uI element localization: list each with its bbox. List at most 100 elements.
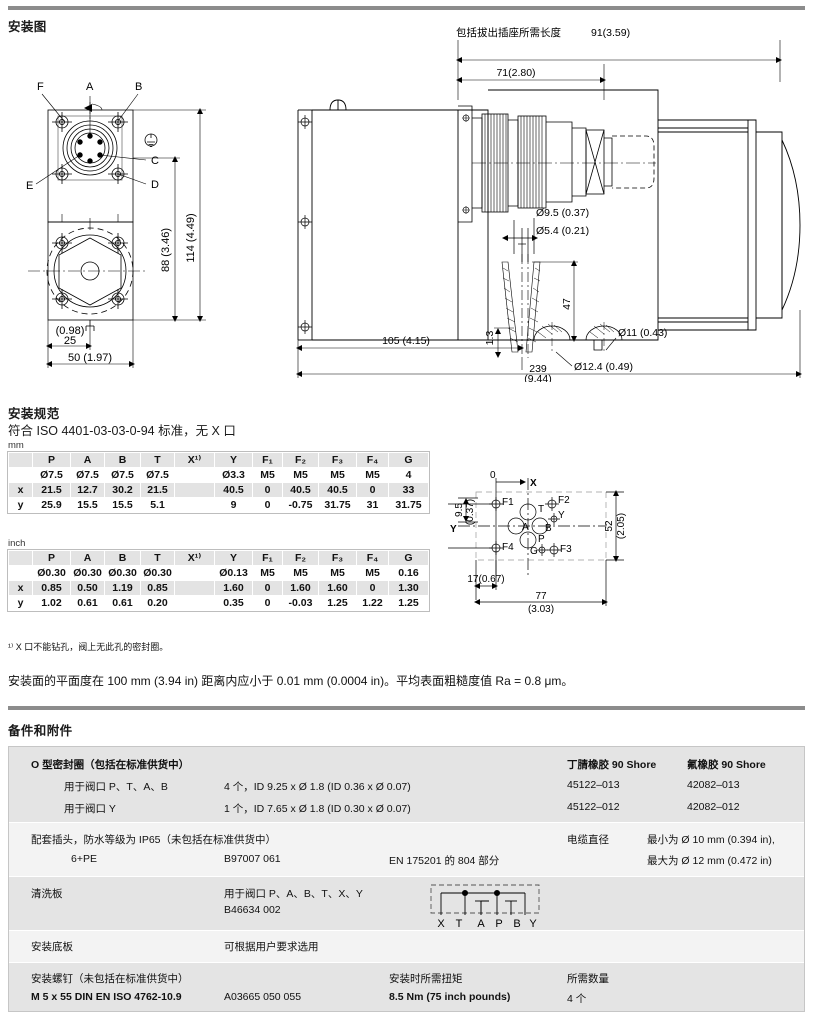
spec-col-header: B <box>104 550 141 566</box>
oring-title: O 型密封圈（包括在标准供货中） <box>31 759 190 771</box>
spec-standard: 符合 ISO 4401-03-03-0-94 标准，无 X 口 <box>8 424 236 438</box>
spec-col-header: P <box>32 550 71 566</box>
callout-d: D <box>151 179 159 191</box>
dim-13: 1.3 <box>484 331 496 346</box>
spec-cell: 0 <box>252 482 283 498</box>
screws-torque-label: 安装时所需扭矩 <box>389 973 463 985</box>
port-b: B <box>545 523 552 534</box>
dim-239-inch: (9.44) <box>524 373 551 382</box>
spec-cell: 0.35 <box>214 595 253 611</box>
spec-cell <box>174 482 215 498</box>
spec-cell: 0 <box>356 482 389 498</box>
spec-cell: 31 <box>356 497 389 513</box>
spec-cell: -0.03 <box>282 595 319 611</box>
spec-cell: M5 <box>282 565 319 581</box>
spec-cell: 4 <box>388 467 429 483</box>
spec-cell: M5 <box>252 467 283 483</box>
port-f1: F1 <box>502 497 514 508</box>
accessories-row-plug: 配套插头，防水等级为 IP65（未包括在标准供货中） 电缆直径 最小为 Ø 10… <box>9 823 804 877</box>
callout-a: A <box>86 81 94 93</box>
dim-52: 52 <box>604 520 615 532</box>
plug-cable-min: 最小为 Ø 10 mm (0.394 in), <box>647 834 775 846</box>
spec-row-label <box>8 467 33 483</box>
spec-cell: 1.19 <box>104 580 141 596</box>
spec-cell: Ø0.30 <box>70 565 105 581</box>
spec-cell: 0.50 <box>70 580 105 596</box>
dim-height-partial: 88 (3.46) <box>160 228 172 272</box>
dim-d95: Ø9.5 (0.37) <box>536 207 589 219</box>
oring-code-1b: 42082–013 <box>687 779 740 791</box>
spec-cell: M5 <box>356 467 389 483</box>
spec-cell: 1.22 <box>356 595 389 611</box>
dim-d54: Ø5.4 (0.21) <box>536 225 589 237</box>
spec-col-header: F₂ <box>282 550 319 566</box>
dim-d124: Ø12.4 (0.49) <box>574 361 633 373</box>
spec-cell: 40.5 <box>282 482 319 498</box>
spec-row-label: x <box>8 482 33 498</box>
plug-cable-max: 最大为 Ø 12 mm (0.472 in) <box>647 855 772 867</box>
spec-cell: 0 <box>252 497 283 513</box>
plug-standard: EN 175201 的 804 部分 <box>389 855 500 867</box>
spec-cell: 25.9 <box>32 497 71 513</box>
dim-239: 239 <box>529 363 547 375</box>
screws-qty: 4 个 <box>567 993 587 1005</box>
spec-cell: 5.1 <box>140 497 175 513</box>
washplate-schematic: X T A P B Y <box>430 884 540 929</box>
spec-cell: Ø7.5 <box>70 467 105 483</box>
spec-col-header <box>8 452 33 468</box>
oring-code-2b: 42082–012 <box>687 801 740 813</box>
plug-code: B97007 061 <box>224 853 281 865</box>
callout-f: F <box>37 81 44 93</box>
spec-cell <box>174 565 215 581</box>
spec-cell: 0.85 <box>140 580 175 596</box>
spec-cell: 0 <box>252 580 283 596</box>
callout-b: B <box>135 81 142 93</box>
spec-col-header: Y <box>214 550 253 566</box>
spec-cell: 0 <box>356 580 389 596</box>
flatness-note: 安装面的平面度在 100 mm (3.94 in) 距离内应小于 0.01 mm… <box>8 674 574 688</box>
washplate-code: B46634 002 <box>224 904 281 916</box>
spec-row-label: y <box>8 497 33 513</box>
plug-cable-label: 电缆直径 <box>567 834 609 846</box>
spec-cell: 1.25 <box>318 595 357 611</box>
spec-row-label: x <box>8 580 33 596</box>
oring-code-2a: 45122–012 <box>567 801 620 813</box>
pattern-axis-x: X <box>530 478 537 489</box>
oring-spec-1: 4 个，ID 9.25 x Ø 1.8 (ID 0.36 x Ø 0.07) <box>224 781 411 793</box>
spec-cell: 21.5 <box>140 482 175 498</box>
x-port-footnote: ¹⁾ X 口不能钻孔，阀上无此孔的密封圈。 <box>8 642 169 652</box>
dim-47: 47 <box>561 298 573 310</box>
spec-col-header: B <box>104 452 141 468</box>
oring-spec-2: 1 个，ID 7.65 x Ø 1.8 (ID 0.30 x Ø 0.07) <box>224 803 411 815</box>
oring-material-1: 丁腈橡胶 90 Shore <box>567 759 657 771</box>
side-section-drawing: 包括拔出插座所需长度 91(3.59) 71(2.80) <box>296 26 802 382</box>
port-f4: F4 <box>502 542 514 553</box>
spec-cell: M5 <box>318 565 357 581</box>
spec-cell: Ø7.5 <box>104 467 141 483</box>
spare-parts-divider <box>8 706 805 710</box>
washplate-title: 清洗板 <box>31 888 63 900</box>
spec-cell <box>174 467 215 483</box>
top-divider <box>8 6 805 10</box>
spec-cell: Ø7.5 <box>140 467 175 483</box>
dim-d11: Ø11 (0.43) <box>618 327 667 339</box>
subplate-desc: 可根据用户要求选用 <box>224 941 319 953</box>
spec-cell: 1.02 <box>32 595 71 611</box>
spec-cell: 0 <box>252 595 283 611</box>
dim-95-inch: (0.37) <box>465 499 476 525</box>
washplate-label-t: T <box>456 918 463 929</box>
screws-code: A03665 050 055 <box>224 991 302 1003</box>
dim-width-partial: 25 <box>64 335 76 347</box>
plug-title: 配套插头，防水等级为 IP65（未包括在标准供货中） <box>31 834 277 846</box>
screws-spec: M 5 x 55 DIN EN ISO 4762-10.9 <box>31 991 182 1003</box>
spec-cell: 33 <box>388 482 429 498</box>
spec-cell: M5 <box>282 467 319 483</box>
port-f3: F3 <box>560 544 572 555</box>
